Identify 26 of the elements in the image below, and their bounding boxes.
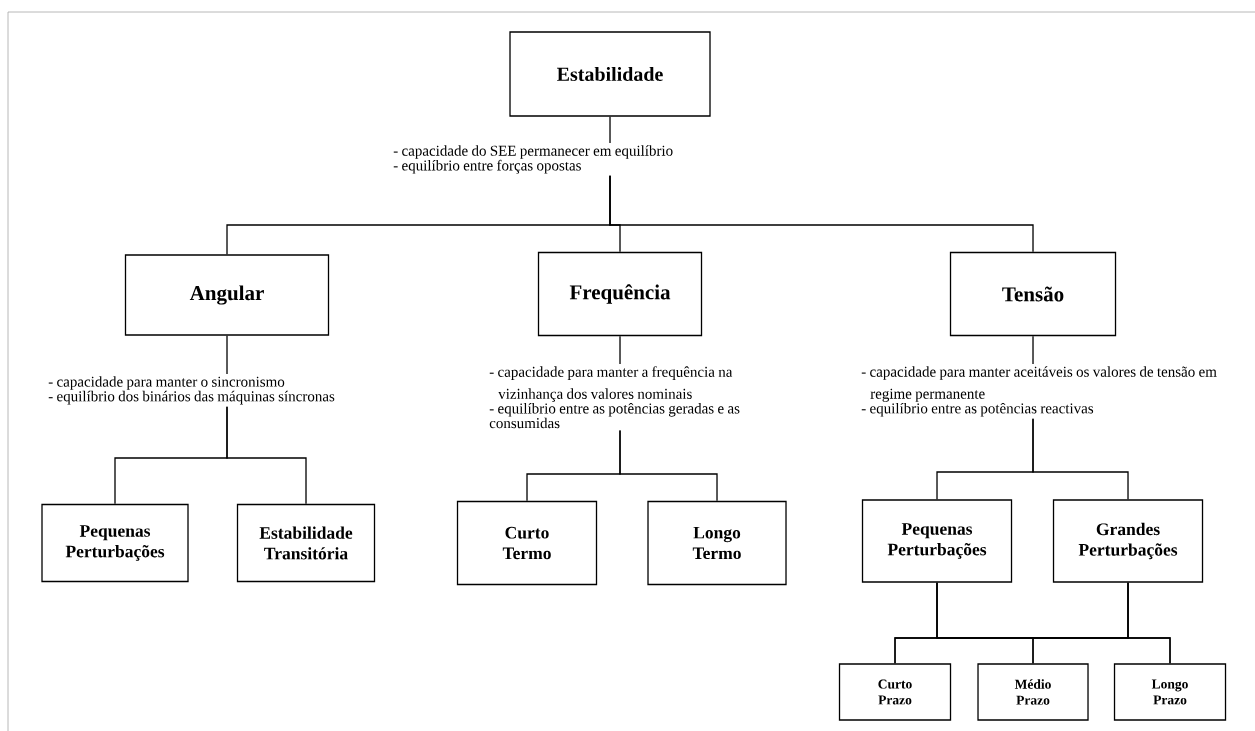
category-box: Tensão	[949, 251, 1117, 337]
description-text: - capacidade do SEE permanecer em equilíbrio - equilíbrio entre forças opostas	[393, 145, 673, 174]
category-box: Pequenas Perturbações	[861, 499, 1013, 583]
connector	[619, 429, 718, 502]
connector	[1127, 582, 1171, 664]
category-box: Angular	[124, 254, 330, 336]
connector	[1032, 418, 1129, 500]
connector	[226, 335, 228, 375]
category-box: Longo Prazo	[1113, 663, 1227, 721]
description-text: - capacidade para manter a frequência na vizinhança dos valores nominais - equilíbrio entre as potências geradas e as consumidas	[489, 366, 740, 429]
category-box: Longo Termo	[647, 500, 787, 586]
category-box: Médio Prazo	[977, 663, 1089, 721]
category-box: Frequência	[537, 251, 703, 337]
connector	[619, 335, 621, 365]
connector	[1032, 335, 1034, 365]
description-text: - capacidade para manter o sincronismo - equilíbrio dos binários das máquinas síncronas	[48, 376, 335, 405]
category-box: Estabilidade Transitória	[236, 503, 376, 583]
category-box: Grandes Perturbações	[1052, 499, 1204, 583]
category-box: Estabilidade	[509, 31, 711, 117]
description-text: - capacidade para manter aceitáveis os valores de tensão em regime permanente - equilíbrio entre as potências reactivas	[861, 366, 1217, 417]
connector	[226, 406, 307, 505]
connector	[609, 116, 611, 144]
category-box: Curto Termo	[456, 500, 598, 586]
connector	[609, 175, 1034, 253]
category-box: Curto Prazo	[838, 663, 952, 721]
category-box: Pequenas Perturbações	[41, 503, 189, 583]
